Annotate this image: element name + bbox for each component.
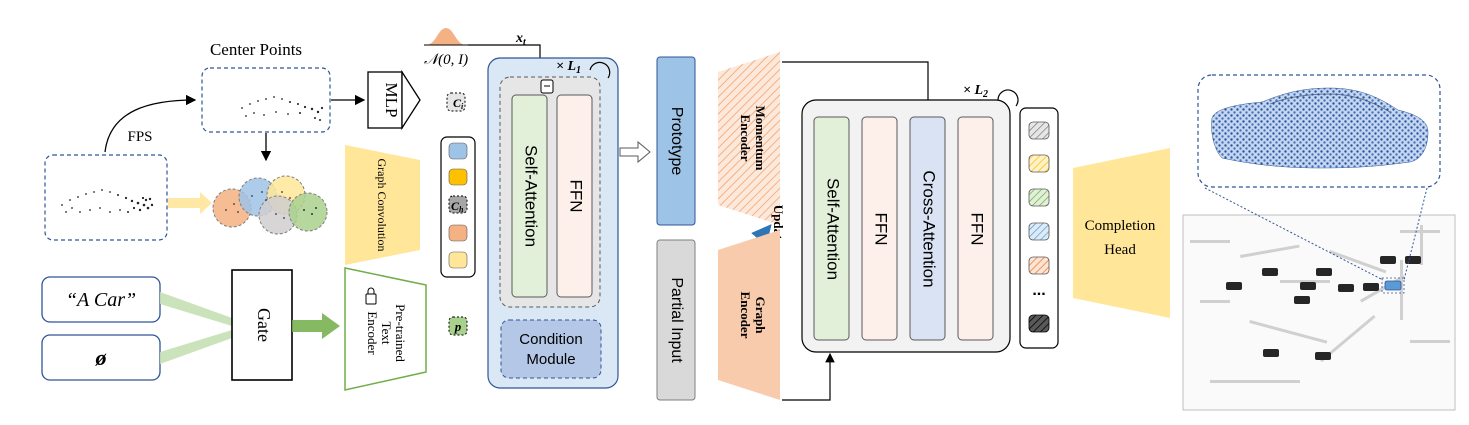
text-encoder: Pre-trained Text Encoder [344,267,427,391]
completed-car-shape [1211,87,1429,169]
zoom-line-left [1204,187,1384,281]
token-yellow [448,168,468,186]
fps-label: FPS [127,129,152,145]
self-attention-box-1 [511,94,548,298]
repeat-l1-label: × L1 [556,59,581,76]
graph-encoder: Graph Encoder [718,230,780,400]
text-encoder-line1: Pre-trained [393,304,408,362]
center-points-dots [241,96,324,121]
gate-in-arrow-1 [160,292,232,326]
out-token-orange [1028,256,1050,275]
token-blue [448,142,468,160]
gate-out-arrow [292,313,340,339]
self-attention-label-2: Self-Attention [824,178,843,280]
cross-attention-label: Cross-Attention [920,170,939,287]
ffn-box-2 [861,116,898,341]
token-lightyellow [448,251,468,269]
car-window-line [1269,93,1391,113]
completion-head-line1: Completion [1085,218,1156,234]
lock-icon [365,287,377,305]
self-attention-label-1: Self-Attention [522,145,541,247]
repeat-loop-1 [589,61,611,79]
mlp-label: MLP [382,83,401,118]
cluster-group [212,175,328,235]
momentum-encoder: Momentum Encoder [718,52,780,225]
input-point-cloud [44,154,168,241]
ffn-box-3 [957,116,994,341]
completion-head-line2: Head [1104,242,1136,258]
repeat-loop-2 [997,89,1019,107]
momentum-encoder-line1: Momentum [753,106,768,171]
partial-input-label: Partial Input [668,277,685,363]
ellipsis-label: ... [1032,282,1045,299]
text-input-a-car-label: “A Car” [66,289,136,311]
cross-attention-box [909,116,946,341]
condition-module-line2: Module [526,351,575,368]
text-encoder-line3: Encoder [365,311,380,355]
graph-conv-label: Graph Convolution [375,159,389,252]
token-p-label: p [454,319,462,334]
to-prototype-arrow [619,140,651,164]
adapter-icon [540,79,554,94]
condition-module [500,319,602,379]
condition-module-line1: Condition [519,331,582,348]
momentum-to-cross-arrow [782,61,933,114]
out-token-gray [1028,121,1050,140]
prototype-label: Prototype [668,107,685,176]
token-c-h [448,195,468,214]
fps-arrow [104,94,197,153]
scene-target-car [1384,280,1402,291]
scene-target-box [1381,277,1405,294]
momentum-encoder-line2: Encoder [738,115,753,162]
input-cloud-dots [61,189,154,213]
graph-to-self-attn-arrow [782,352,835,401]
gate-box [231,269,293,381]
gate-in-arrow-2 [160,330,232,364]
token-p [448,316,468,336]
cluster-arrow [168,192,212,214]
x-t-label: xt [515,31,527,48]
mlp-block: MLP [367,69,421,131]
token-c-i [446,92,466,112]
out-token-yellow [1028,154,1050,173]
ffn-box-1 [556,94,593,298]
scene-cars [1226,256,1421,360]
out-token-blue [1028,222,1050,241]
center-points-box [201,67,331,133]
out-token-black [1028,314,1050,333]
text-encoder-line2: Text [379,322,394,345]
token-c-h-label: Ch [451,199,464,214]
self-attention-box-2 [813,116,850,341]
completion-head: Completion Head [1073,148,1170,318]
graph-encoder-line2: Encoder [738,292,753,339]
partial-input-box [656,239,696,401]
noise-distribution-icon [424,28,468,46]
out-token-green [1028,188,1050,207]
prototype-box [656,56,696,226]
token-orange [448,224,468,242]
text-input-empty-label: ø [95,345,108,370]
ffn-label-1: FFN [567,179,586,212]
repeat-l2-label: × L2 [963,83,988,100]
graph-encoder-line1: Graph [753,297,768,335]
ffn-label-3: FFN [968,212,987,245]
center-points-title: Center Points [210,40,302,59]
gate-label: Gate [254,308,274,342]
ffn-label-2: FFN [872,212,891,245]
noise-label: 𝒩(0, I) [424,52,468,68]
token-c-i-label: Ci [453,96,464,111]
scene-view [1182,214,1456,411]
graph-convolution: Graph Convolution [345,145,420,265]
